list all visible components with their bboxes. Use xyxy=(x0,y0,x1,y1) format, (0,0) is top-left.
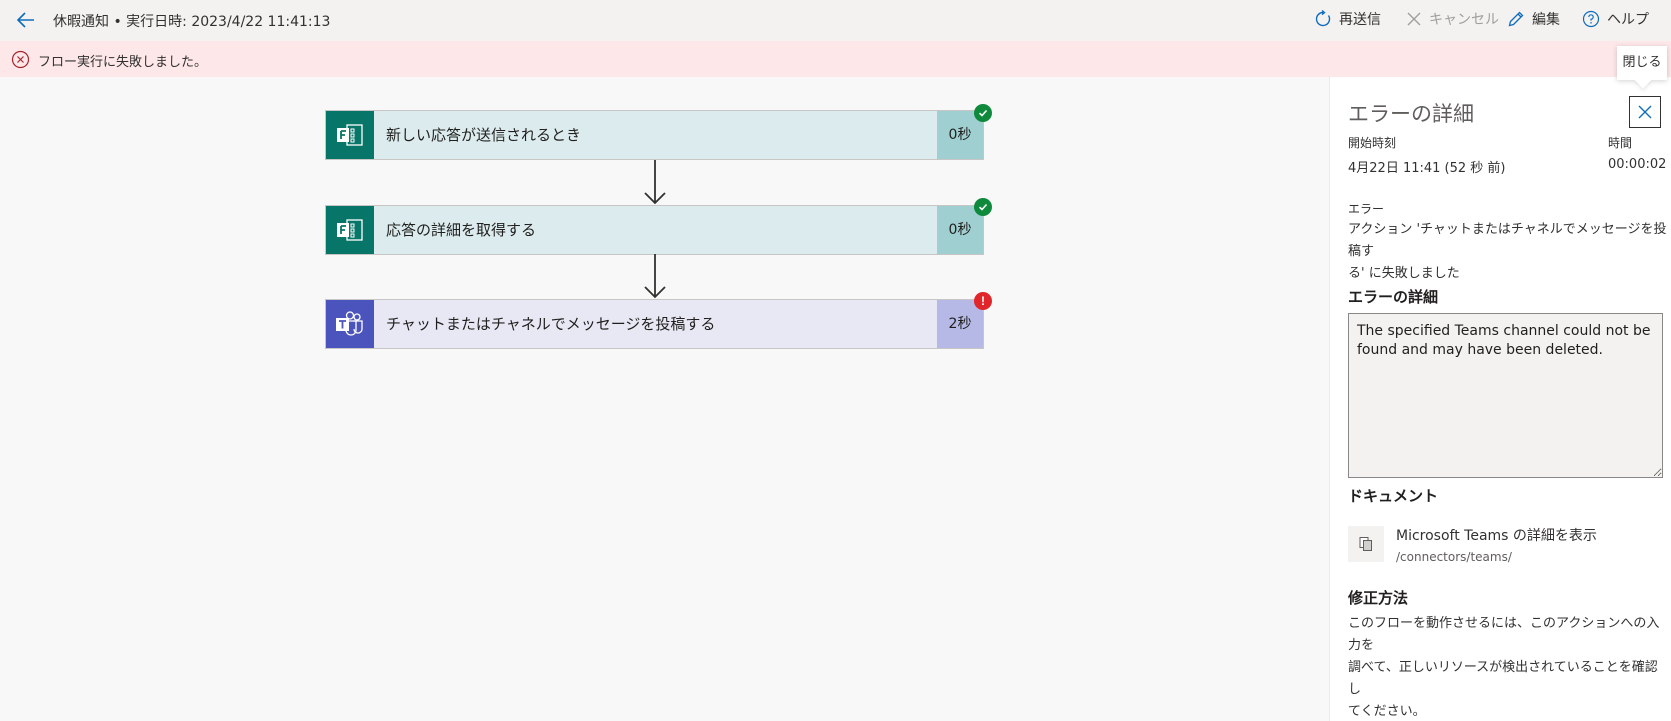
start-time-value: 4月22日 11:41 (52 秒 前) xyxy=(1348,161,1506,176)
edit-button[interactable]: 編集 xyxy=(1507,9,1560,29)
help-button[interactable]: ヘルプ xyxy=(1582,9,1649,29)
flow-step-trigger[interactable]: 新しい応答が送信されるとき 0秒 xyxy=(325,110,984,160)
duration-label: 時間 xyxy=(1608,136,1633,150)
details-heading: エラーの詳細 xyxy=(1348,288,1439,306)
close-panel-button[interactable] xyxy=(1629,96,1661,128)
resubmit-button[interactable]: 再送信 xyxy=(1314,9,1381,29)
help-circle-icon xyxy=(1582,10,1600,28)
cancel-label: キャンセル xyxy=(1429,12,1499,28)
remediation-line: てください。 xyxy=(1348,704,1426,719)
resubmit-label: 再送信 xyxy=(1339,12,1381,28)
teams-icon xyxy=(326,300,374,348)
edit-label: 編集 xyxy=(1532,12,1560,28)
teams-docs-link[interactable]: Microsoft Teams の詳細を表示 xyxy=(1396,528,1597,544)
refresh-icon xyxy=(1315,10,1331,27)
error-banner: フロー実行に失敗しました。 xyxy=(0,41,1671,77)
start-time-label: 開始時刻 xyxy=(1348,136,1397,150)
step-label: チャットまたはチャネルでメッセージを投稿する xyxy=(386,315,716,333)
step-label: 新しい応答が送信されるとき xyxy=(386,126,582,144)
command-bar: 休暇通知 • 実行日時: 2023/4/22 11:41:13 再送信 キャンセ… xyxy=(0,0,1671,41)
forms-icon xyxy=(326,206,374,254)
flow-step-get-details[interactable]: 応答の詳細を取得する 0秒 xyxy=(325,205,984,255)
flow-step-post-message[interactable]: チャットまたはチャネルでメッセージを投稿する 2秒 xyxy=(325,299,984,349)
help-label: ヘルプ xyxy=(1607,12,1649,28)
connector-arrow-icon xyxy=(644,254,666,299)
remediation-heading: 修正方法 xyxy=(1348,589,1409,607)
error-details-textarea[interactable]: The specified Teams channel could not be… xyxy=(1348,313,1663,478)
banner-message: フロー実行に失敗しました。 xyxy=(38,55,208,70)
remediation-text: このフローを動作させるには、このアクションへの入力を 調べて、正しいリソースが検… xyxy=(1348,613,1668,721)
cancel-button[interactable]: キャンセル xyxy=(1406,9,1499,29)
documentation-heading: ドキュメント xyxy=(1348,487,1439,505)
remediation-line: このフローを動作させるには、このアクションへの入力を xyxy=(1348,616,1660,653)
connector-arrow-icon xyxy=(644,160,666,205)
error-circle-icon xyxy=(11,50,30,69)
success-check-icon xyxy=(974,104,992,122)
error-message-line: アクション 'チャットまたはチャネルでメッセージを投稿す xyxy=(1348,222,1667,259)
arrow-left-icon xyxy=(16,12,34,28)
success-check-icon xyxy=(974,198,992,216)
teams-docs-path: /connectors/teams/ xyxy=(1396,550,1512,564)
error-message: アクション 'チャットまたはチャネルでメッセージを投稿す る' に失敗しました xyxy=(1348,219,1668,285)
forms-icon xyxy=(326,111,374,159)
run-title: 休暇通知 • 実行日時: 2023/4/22 11:41:13 xyxy=(53,14,331,30)
back-button[interactable] xyxy=(14,8,38,32)
close-tooltip: 閉じる xyxy=(1617,46,1667,80)
document-copy-icon xyxy=(1348,526,1384,562)
duration-value: 00:00:02 xyxy=(1608,157,1667,172)
step-duration: 2秒 xyxy=(937,300,983,348)
close-icon xyxy=(1407,12,1421,26)
panel-title: エラーの詳細 xyxy=(1348,102,1474,126)
close-icon xyxy=(1638,105,1652,119)
error-label: エラー xyxy=(1348,202,1385,216)
error-message-line: る' に失敗しました xyxy=(1348,266,1460,281)
pencil-icon xyxy=(1508,11,1524,27)
error-exclamation-icon: ! xyxy=(974,292,992,310)
step-duration: 0秒 xyxy=(937,206,983,254)
error-details-panel: エラーの詳細 開始時刻 4月22日 11:41 (52 秒 前) 時間 00:0… xyxy=(1329,77,1671,721)
remediation-line: 調べて、正しいリソースが検出されていることを確認し xyxy=(1348,660,1658,697)
step-label: 応答の詳細を取得する xyxy=(386,221,537,239)
